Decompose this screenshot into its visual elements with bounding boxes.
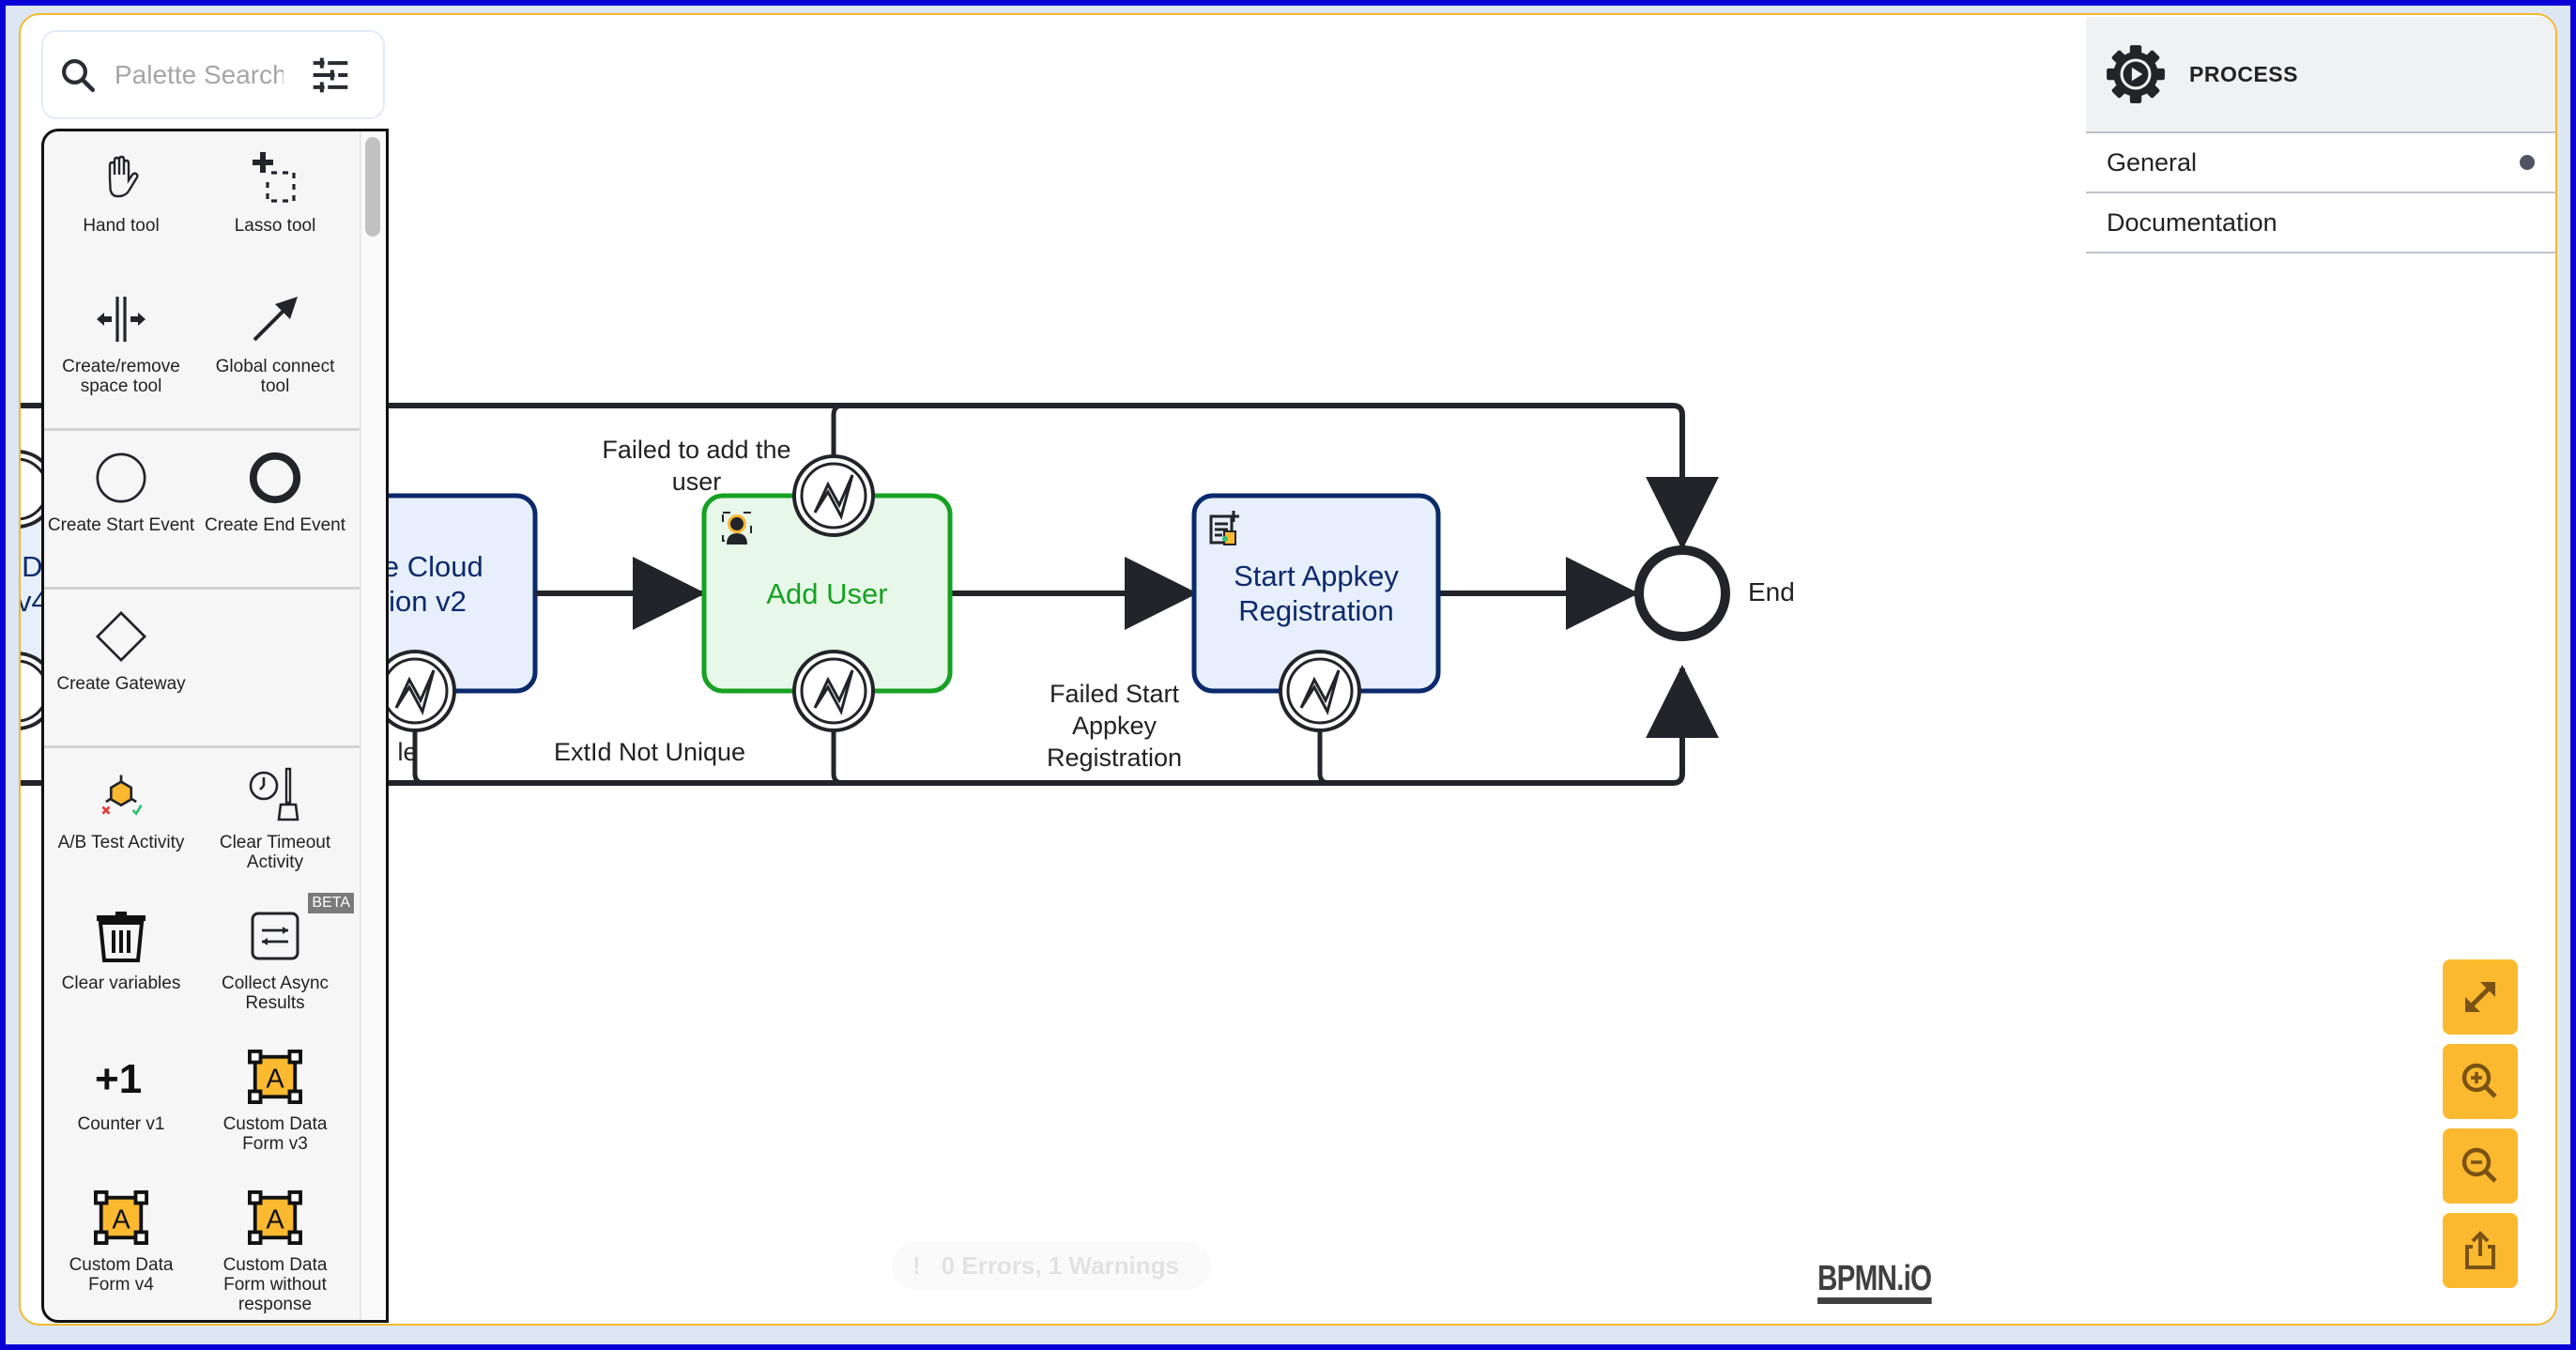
connect-arrow-icon: [253, 297, 298, 342]
properties-panel: PROCESS General Documentation: [2086, 17, 2555, 261]
error-boundary-event[interactable]: [1279, 650, 1361, 732]
palette-search-input[interactable]: [115, 59, 284, 90]
collect-async-icon: [251, 912, 299, 960]
properties-section-documentation[interactable]: Documentation: [2086, 193, 2555, 253]
process-gear-icon: [2107, 45, 2165, 103]
zoom-out-button[interactable]: [2443, 1128, 2518, 1204]
label-end: End: [1748, 577, 1795, 606]
error-boundary-event[interactable]: [792, 650, 875, 732]
lasso-icon: [253, 152, 296, 203]
palette-item-hand-tool[interactable]: Hand tool: [44, 137, 198, 278]
section-indicator-dot: [2520, 155, 2535, 170]
label-extid-not-unique: ExtId Not Unique: [553, 738, 746, 766]
svg-text:A: A: [266, 1065, 284, 1095]
properties-title: PROCESS: [2189, 61, 2298, 86]
ab-test-icon: [101, 775, 143, 816]
palette-item-collect-async[interactable]: BETA Collect Async Results: [198, 893, 354, 1036]
error-flow-top[interactable]: [21, 403, 1719, 550]
end-event-icon: [249, 452, 301, 504]
palette-scrollbar-thumb[interactable]: [365, 137, 380, 237]
fit-viewport-button[interactable]: [2443, 959, 2518, 1035]
gateway-icon: [95, 610, 147, 663]
trash-icon: [97, 912, 146, 962]
error-flow-add-user-top[interactable]: [831, 403, 844, 466]
share-icon: [2465, 1231, 2495, 1269]
palette-scrollbar[interactable]: [360, 131, 386, 1320]
palette-item-clear-timeout[interactable]: Clear Timeout Activity: [198, 754, 352, 895]
expand-icon: [2465, 982, 2495, 1012]
properties-section-general[interactable]: General: [2086, 133, 2555, 193]
errors-text: 0 Errors, 1 Warnings: [941, 1250, 1180, 1280]
diagram-svg: [21, 403, 1730, 786]
svg-text:+1: +1: [95, 1056, 142, 1100]
custom-form-icon: A: [248, 1190, 302, 1245]
error-flow-bottom[interactable]: [21, 665, 1719, 786]
counter-icon: +1: [95, 1056, 142, 1100]
start-event-icon: [96, 453, 146, 503]
bpmn-io-logo[interactable]: BPMN.iO: [1817, 1260, 1932, 1304]
palette-item-gateway[interactable]: Create Gateway: [44, 595, 198, 736]
palette-item-custom-form-no-response[interactable]: A Custom Data Form without response: [198, 1176, 352, 1317]
filter-sliders-icon[interactable]: [310, 54, 351, 96]
space-tool-icon: [97, 297, 146, 342]
export-button[interactable]: [2443, 1213, 2518, 1288]
palette-group-activities: A/B Test Activity Clear Timeout Activity…: [44, 748, 360, 1320]
palette-group-gateways: Create Gateway: [44, 590, 360, 748]
palette-item-space-tool[interactable]: Create/remove space tool: [44, 278, 198, 419]
warning-icon: !: [912, 1250, 921, 1280]
palette-item-counter[interactable]: +1 Counter v1: [44, 1036, 198, 1176]
svg-text:A: A: [266, 1205, 284, 1235]
error-boundary-event[interactable]: [792, 454, 875, 537]
zoom-out-icon: [2461, 1147, 2497, 1183]
task-add-user-label: Add User: [766, 576, 888, 610]
zoom-in-icon: [2461, 1063, 2497, 1098]
palette-item-global-connect[interactable]: Global connect tool: [198, 278, 352, 419]
end-event[interactable]: [1634, 545, 1730, 641]
properties-header: PROCESS: [2086, 17, 2555, 133]
custom-form-icon: A: [94, 1190, 148, 1245]
palette-item-lasso-tool[interactable]: Lasso tool: [198, 137, 352, 278]
error-flow-cloud-bottom[interactable]: [412, 729, 425, 786]
form-task-icon: [1209, 511, 1239, 545]
palette-group-tools: Hand tool Lasso tool Create/remove space…: [44, 131, 360, 431]
user-task-icon: [722, 512, 752, 545]
palette-item-ab-test[interactable]: A/B Test Activity: [44, 754, 198, 895]
palette-item-start-event[interactable]: Create Start Event: [44, 437, 198, 577]
label-partial-le: le: [397, 738, 418, 766]
palette-item-custom-form-v4[interactable]: A Custom Data Form v4: [44, 1176, 198, 1317]
svg-text:A: A: [112, 1205, 130, 1235]
palette-group-events: Create Start Event Create End Event: [44, 431, 360, 590]
clear-timeout-icon: [249, 767, 299, 821]
palette-item-clear-variables[interactable]: Clear variables: [44, 895, 198, 1036]
palette-item-custom-form-v3[interactable]: A Custom Data Form v3: [198, 1036, 352, 1176]
zoom-in-button[interactable]: [2443, 1044, 2518, 1119]
custom-form-icon: A: [248, 1050, 302, 1104]
linting-status-pill[interactable]: ! 0 Errors, 1 Warnings: [892, 1241, 1211, 1290]
beta-badge: BETA: [308, 893, 354, 913]
hand-icon: [108, 155, 139, 198]
palette: Hand tool Lasso tool Create/remove space…: [41, 129, 389, 1323]
palette-item-end-event[interactable]: Create End Event: [198, 437, 352, 577]
error-flow-add-user-bottom[interactable]: [831, 729, 844, 786]
palette-search: [41, 30, 385, 119]
search-icon: [62, 58, 96, 92]
error-flow-appkey-bottom[interactable]: [1317, 729, 1330, 786]
